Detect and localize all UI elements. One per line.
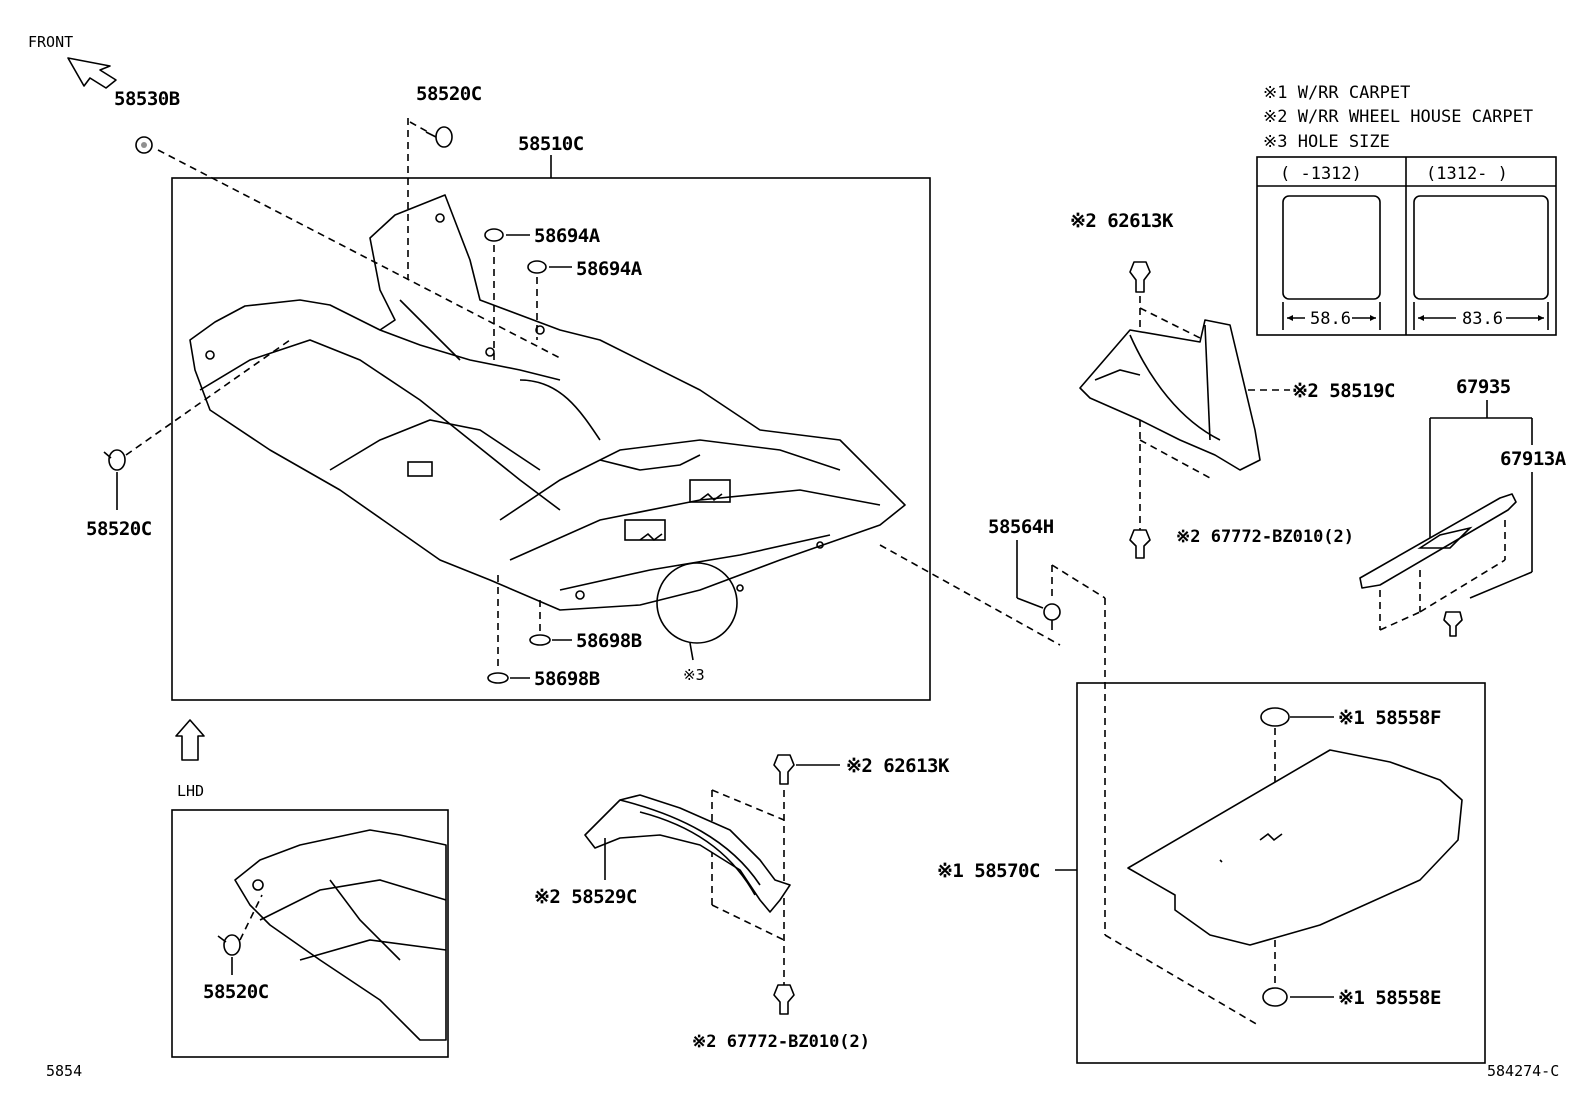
clip-62613k-mid [773, 754, 795, 785]
link-main-to-rear [879, 544, 1061, 646]
label-67935: 67935 [1456, 376, 1511, 398]
leader-hole [689, 642, 694, 661]
clip-58520c-left: 58520C [86, 339, 291, 540]
clip-58558e [1262, 987, 1288, 1007]
lhd-arrow: LHD [175, 719, 205, 800]
label-58558f: ※1 58558F [1338, 707, 1441, 729]
label-58558e: ※1 58558E [1338, 987, 1441, 1009]
rear-carpet-box [1076, 682, 1486, 1064]
label-67913a: 67913A [1500, 448, 1567, 470]
legend: ※1 W/RR CARPET ※2 W/RR WHEEL HOUSE CARPE… [1256, 83, 1557, 336]
footer-right-code: 584274-C [1487, 1062, 1559, 1080]
clip-67913a-screw [1443, 611, 1463, 637]
clip-62613k-right [1129, 261, 1151, 293]
legend-note-2: ※2 W/RR WHEEL HOUSE CARPET [1263, 107, 1533, 127]
hole-col1-header: ( -1312) [1280, 164, 1362, 184]
clip-58694a-1: 58694A [484, 225, 601, 360]
label-58694a-2: 58694A [576, 258, 643, 280]
label-58564h: 58564H [988, 516, 1054, 538]
label-58698b-1: 58698B [576, 630, 642, 652]
floor-carpet-58510c [189, 194, 906, 611]
label-67772-mid: ※2 67772-BZ010(2) [692, 1032, 870, 1052]
clip-58558f [1260, 707, 1290, 727]
label-58570c: ※1 58570C [937, 860, 1040, 882]
clip-58698b-2: 58698B [487, 575, 600, 690]
front-arrow: FRONT [28, 33, 117, 89]
label-58529c: ※2 58529C [534, 886, 637, 908]
label-hole-ref: ※3 [683, 666, 705, 684]
clip-58530b: 58530B [114, 88, 561, 359]
front-label: FRONT [28, 33, 73, 51]
legend-note-3: ※3 HOLE SIZE [1263, 132, 1390, 152]
hole-dim-1: 58.6 [1310, 309, 1351, 329]
lhd-inset-box [171, 809, 449, 1058]
label-58510c: 58510C [518, 133, 584, 155]
label-58694a-1: 58694A [534, 225, 601, 247]
label-58520c-top: 58520C [416, 83, 482, 105]
clip-58520c-top: 58520C [407, 83, 482, 280]
front-arrow-icon [67, 57, 117, 89]
wheel-house-carpet-58529c: ※2 62613K ※2 58529C ※2 67772-BZ010(2) [534, 754, 950, 1052]
label-67772-right: ※2 67772-BZ010(2) [1176, 527, 1354, 547]
clip-58698b-1: 58698B [529, 600, 642, 652]
lhd-carpet-detail: 58520C [203, 829, 447, 1041]
label-58698b-2: 58698B [534, 668, 600, 690]
wheel-house-carpet-58519c: ※2 62613K ※2 58519C ※2 67772-BZ010(2) [1070, 210, 1395, 559]
label-62613k-right: ※2 62613K [1070, 210, 1174, 232]
legend-note-1: ※1 W/RR CARPET [1263, 83, 1410, 103]
label-58520c-lhd: 58520C [203, 981, 269, 1003]
hole-callout-circle [656, 562, 738, 644]
lhd-arrow-icon [175, 719, 205, 761]
clip-58564h: 58564H [988, 516, 1259, 1026]
hole-shape-large [1413, 195, 1549, 300]
label-62613k-mid: ※2 62613K [846, 755, 950, 777]
lhd-label: LHD [177, 782, 204, 800]
hole-shape-small [1282, 195, 1381, 300]
clip-67772-mid [773, 984, 795, 1015]
hole-col2-header: (1312- ) [1426, 164, 1508, 184]
label-58519c: ※2 58519C [1292, 380, 1395, 402]
footer-left-code: 5854 [46, 1062, 82, 1080]
hole-dim-2: 83.6 [1462, 309, 1503, 329]
label-58520c-left: 58520C [86, 518, 152, 540]
rear-carpet-58570c: ※1 58558F ※1 58558E ※1 58570C [937, 707, 1463, 1009]
clip-67772-right [1129, 529, 1151, 559]
label-58530b: 58530B [114, 88, 180, 110]
trim-67935: 67935 67913A [1359, 376, 1567, 637]
clip-58694a-2: 58694A [527, 258, 643, 340]
